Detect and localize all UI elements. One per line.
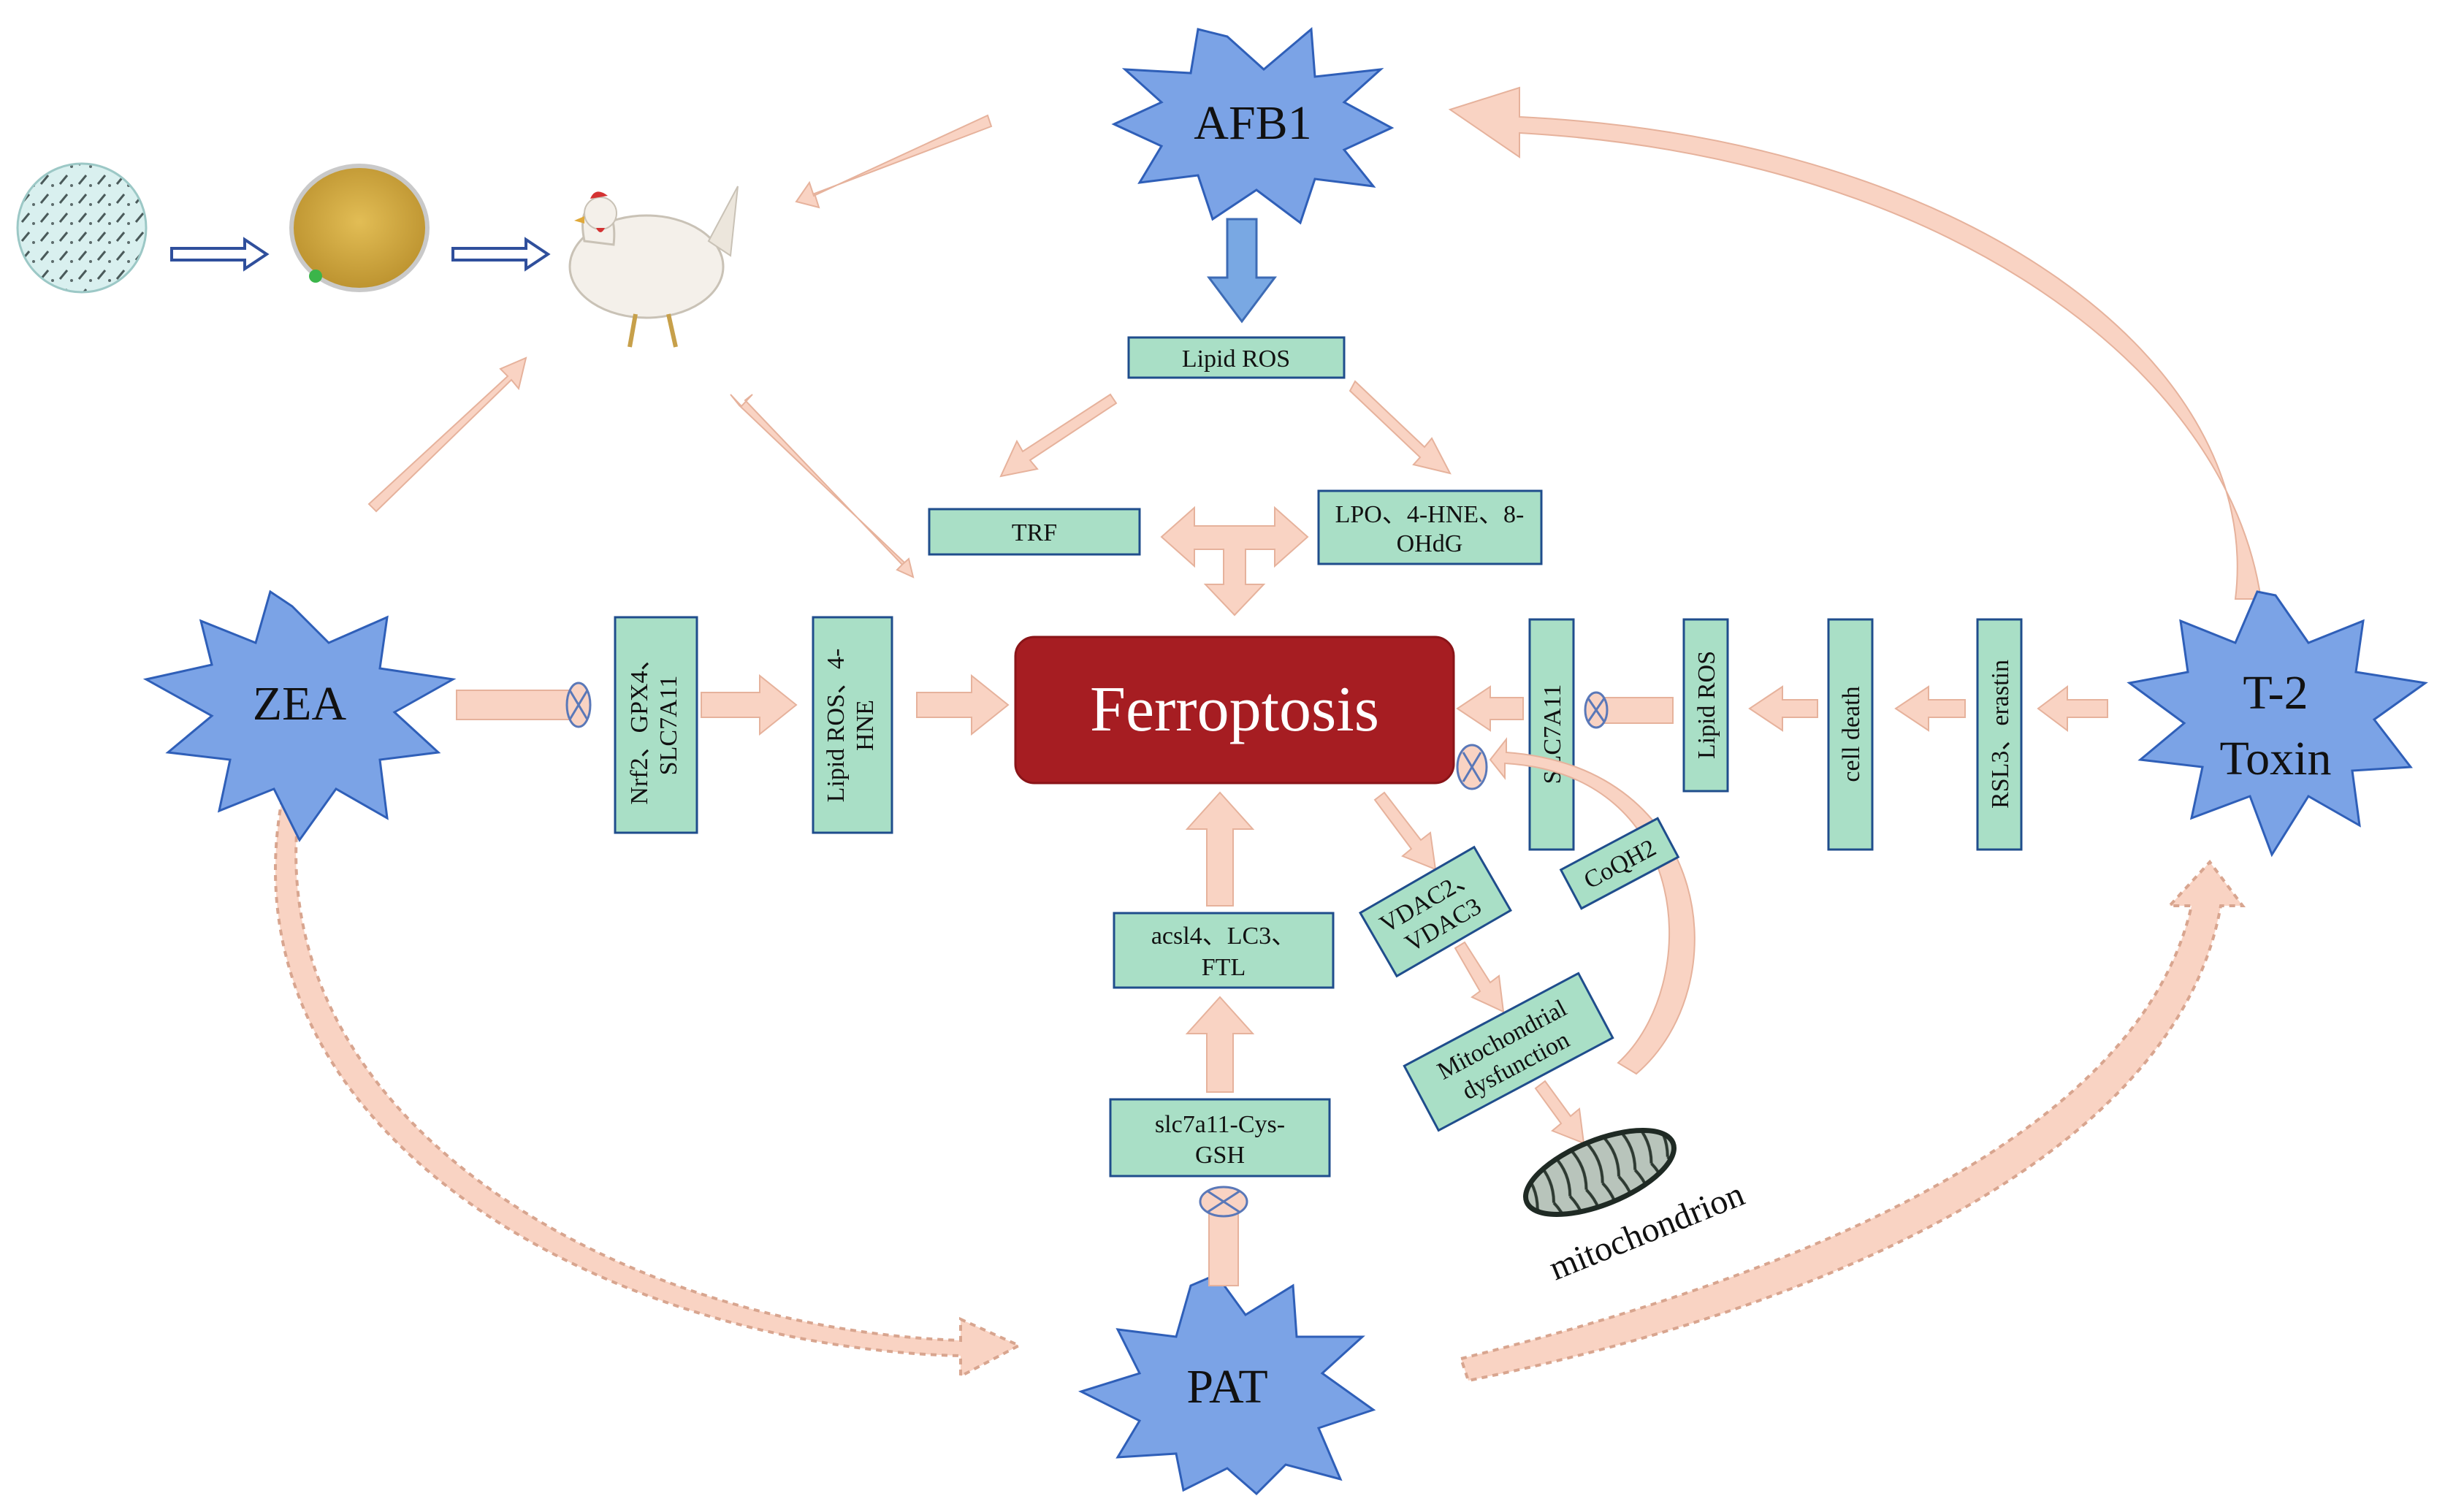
zea-node: ZEA (142, 589, 457, 842)
svg-text:RSL3、erastin: RSL3、erastin (1987, 660, 2014, 809)
svg-text:slc7a11-Cys-: slc7a11-Cys- (1155, 1111, 1285, 1138)
zea-label: ZEA (253, 677, 347, 730)
lipid-hne-to-ferroptosis-arrow (916, 673, 1010, 736)
chicken-icon (568, 186, 739, 348)
t2-toxin-node: T-2 Toxin (2127, 590, 2428, 858)
fungus-icon (16, 162, 148, 294)
rsl3-to-cell-death-arrow (1894, 685, 1966, 732)
svg-text:Lipid ROS、4-: Lipid ROS、4- (823, 649, 850, 803)
lipid-ros-right-box: Lipid ROS (1682, 618, 1729, 793)
pat-inhibit-symbol (1199, 1186, 1248, 1218)
toxin-label: Toxin (2219, 732, 2331, 785)
lpo-box: LPO、4-HNE、8- OHdG (1317, 489, 1543, 565)
t2-to-afb1-curved-arrow (1448, 86, 2262, 600)
feed-to-chicken-arrow (451, 237, 551, 272)
svg-text:Lipid ROS: Lipid ROS (1182, 346, 1290, 373)
svg-text:OHdG: OHdG (1397, 530, 1463, 557)
trf-box: TRF (928, 508, 1141, 556)
feed-icon (289, 164, 430, 292)
lipid-hne-box: Lipid ROS、4- HNE (812, 616, 893, 834)
t2-to-rsl3-arrow (2037, 685, 2108, 732)
svg-text:cell death: cell death (1838, 686, 1865, 782)
afb1-to-lipid-ros-arrow (1207, 218, 1277, 324)
lipid-ros-to-lpo-arrow (1349, 380, 1452, 475)
coqh2-inhibit-symbol (1456, 744, 1488, 790)
slc7a11-box: SLC7A11 (1528, 618, 1575, 851)
zea-inhibit-symbol (565, 682, 592, 728)
mitochondrion-icon (1523, 1128, 1677, 1217)
svg-text:TRF: TRF (1012, 519, 1057, 546)
slc-cys-to-acsl4-arrow (1185, 996, 1255, 1093)
svg-text:SLC7A11: SLC7A11 (655, 676, 682, 776)
ferroptosis-node: Ferroptosis (1014, 636, 1455, 785)
mito-dys-to-mitochondrion-arrow (1534, 1080, 1585, 1145)
afb1-label: AFB1 (1194, 96, 1311, 150)
pat-node: PAT (1078, 1273, 1376, 1496)
acsl4-box: acsl4、LC3、 FTL (1113, 912, 1335, 989)
cell-death-box: cell death (1827, 618, 1874, 851)
mitochondrion-feedback-curved-arrow (1489, 737, 1696, 1075)
chicken-ferroptosis-double-arrow (730, 394, 915, 579)
svg-text:FTL: FTL (1202, 954, 1246, 981)
pat-label: PAT (1186, 1360, 1267, 1413)
zea-to-nrf2-inhibit-arrow (456, 690, 578, 720)
pat-to-slc-cys-inhibit-arrow (1208, 1212, 1239, 1286)
svg-text:GSH: GSH (1195, 1142, 1245, 1169)
svg-text:HNE: HNE (852, 700, 879, 751)
zea-to-chicken-arrow (367, 356, 527, 513)
ferroptosis-to-vdac-arrow (1373, 791, 1437, 871)
svg-text:LPO、4-HNE、8-: LPO、4-HNE、8- (1335, 501, 1525, 528)
svg-text:Nrf2、GPX4、: Nrf2、GPX4、 (626, 646, 653, 804)
lipid-ros-to-slc7a11-inhibit-arrow (1603, 697, 1674, 724)
acsl4-to-ferroptosis-arrow (1185, 791, 1255, 907)
ferroptosis-label: Ferroptosis (1090, 674, 1379, 745)
trf-lpo-ferroptosis-t-arrow (1160, 505, 1309, 617)
nrf2-to-lipid-hne-arrow (701, 673, 798, 736)
rsl3-box: RSL3、erastin (1976, 618, 2023, 851)
t2-label: T-2 (2243, 666, 2308, 720)
slc7a11-to-ferroptosis-arrow (1456, 685, 1524, 732)
fungus-to-feed-arrow (170, 237, 270, 272)
mito-dys-box: Mitochondrial dysfunction (1403, 972, 1614, 1132)
lipid-ros-to-trf-arrow (999, 393, 1118, 478)
pat-to-t2-curved-arrow (1459, 859, 2246, 1383)
slc7a11-inhibit-symbol (1584, 691, 1609, 729)
lipid-ros-top-box: Lipid ROS (1127, 336, 1346, 379)
svg-text:Lipid ROS: Lipid ROS (1693, 651, 1720, 759)
slc-cys-box: slc7a11-Cys- GSH (1109, 1098, 1331, 1178)
vdac-to-mito-dys-arrow (1454, 941, 1505, 1013)
afb1-to-chicken-arrow (795, 114, 993, 209)
afb1-node: AFB1 (1111, 26, 1395, 225)
coqh2-box: CoQH2 (1559, 817, 1680, 910)
nrf2-box: Nrf2、GPX4、 SLC7A11 (614, 616, 698, 834)
zea-to-pat-curved-arrow (274, 802, 1023, 1379)
svg-text:acsl4、LC3、: acsl4、LC3、 (1151, 923, 1296, 950)
cell-death-to-lipid-ros-arrow (1748, 685, 1818, 732)
